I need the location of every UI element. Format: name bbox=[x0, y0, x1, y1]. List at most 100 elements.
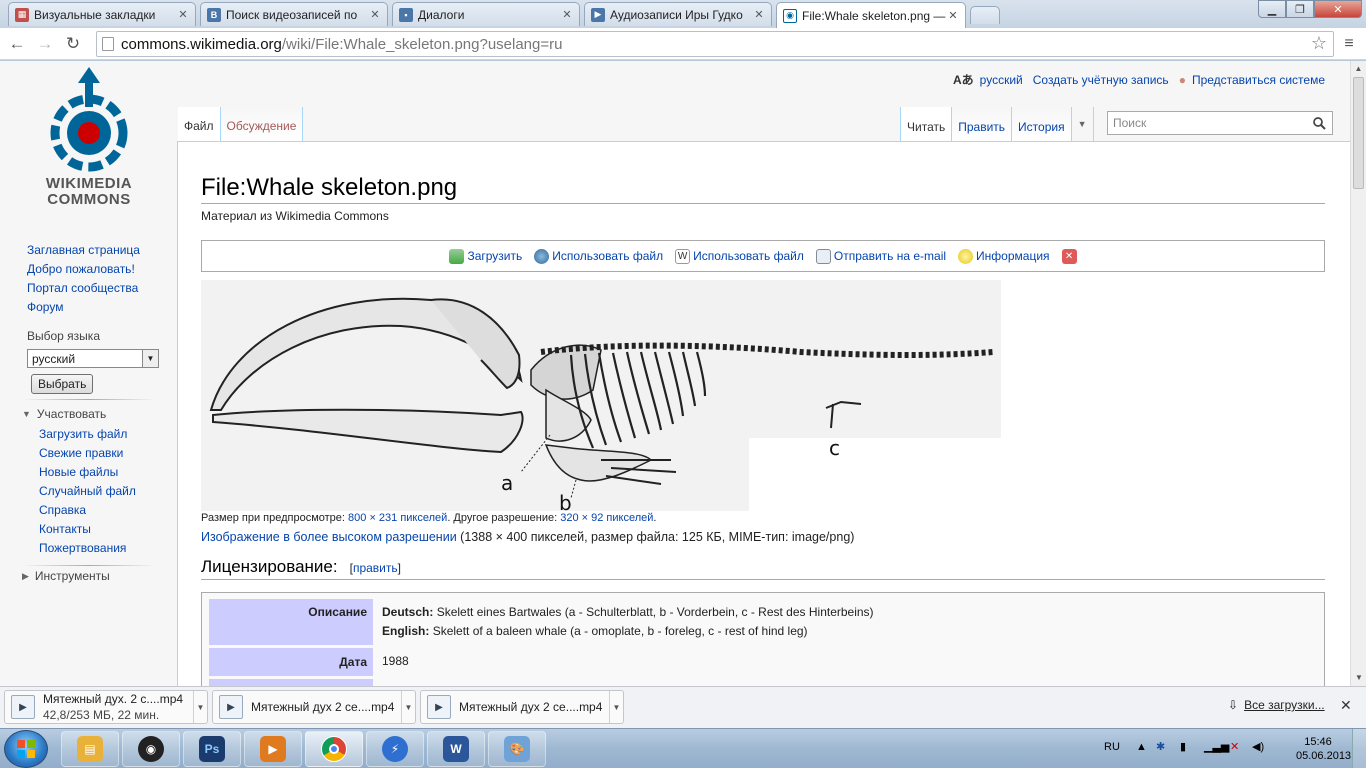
hires-line: Изображение в более высоком разрешении (… bbox=[201, 530, 854, 544]
create-account-link[interactable]: Создать учётную запись bbox=[1032, 72, 1169, 87]
close-toolbox-button[interactable]: ✕ bbox=[1061, 248, 1077, 264]
taskbar-video[interactable]: ▶ bbox=[244, 731, 302, 767]
download-item[interactable]: ▶ Мятежный дух. 2 с....mp4 42,8/253 МБ, … bbox=[4, 690, 208, 724]
sidebar-item-main-page[interactable]: Заглавная страница bbox=[27, 243, 140, 257]
close-downloads-icon[interactable]: ✕ bbox=[1340, 697, 1352, 713]
other-res-link[interactable]: 320 × 92 пикселей bbox=[560, 512, 654, 524]
sidebar-item-donate[interactable]: Пожертвования bbox=[39, 541, 127, 555]
search-icon[interactable] bbox=[1313, 117, 1326, 130]
chevron-down-icon[interactable]: ▼ bbox=[193, 691, 207, 723]
show-hidden-icons[interactable]: ▲ bbox=[1136, 741, 1147, 753]
back-icon[interactable]: ← bbox=[8, 34, 26, 53]
search-input[interactable]: Поиск bbox=[1107, 111, 1333, 135]
browser-tab-active[interactable]: ◉ File:Whale skeleton.png — ✕ bbox=[776, 2, 966, 28]
new-tab-button[interactable] bbox=[970, 6, 1000, 24]
browser-tab-bookmarks[interactable]: ▦ Визуальные закладки ✕ bbox=[8, 2, 196, 26]
sidebar-item-welcome[interactable]: Добро пожаловать! bbox=[27, 262, 135, 276]
star-icon[interactable]: ☆ bbox=[1310, 33, 1327, 53]
all-downloads[interactable]: ⇩ Все загрузки... bbox=[1228, 698, 1325, 712]
bluetooth-icon[interactable]: ✱ bbox=[1156, 741, 1166, 753]
source-label bbox=[209, 679, 373, 686]
preview-label: Размер при предпросмотре: bbox=[201, 512, 345, 524]
close-window-icon[interactable]: ✕ bbox=[1314, 0, 1362, 18]
start-button[interactable] bbox=[4, 730, 48, 768]
browser-tab-audio[interactable]: ▶ Аудиозаписи Иры Гудко ✕ bbox=[584, 2, 772, 26]
participate-heading[interactable]: ▼ Участвовать bbox=[22, 407, 106, 421]
show-desktop-button[interactable] bbox=[1352, 729, 1366, 768]
all-downloads-link[interactable]: Все загрузки... bbox=[1244, 698, 1325, 712]
download-item[interactable]: ▶ Мятежный дух 2 се....mp4 ▼ bbox=[420, 690, 624, 724]
signal-icon[interactable]: ▁▃▅ bbox=[1204, 741, 1230, 753]
close-icon[interactable]: ✕ bbox=[562, 9, 572, 21]
taskbar-word[interactable]: W bbox=[427, 731, 485, 767]
taskbar-downloader[interactable]: ⚡ bbox=[366, 731, 424, 767]
hires-link[interactable]: Изображение в более высоком разрешении bbox=[201, 530, 457, 544]
upload-link[interactable]: Загрузить bbox=[449, 248, 522, 264]
browser-tab-strip: ▦ Визуальные закладки ✕ B Поиск видеозап… bbox=[0, 0, 1366, 28]
volume-icon[interactable]: ◀) bbox=[1252, 741, 1265, 753]
language-link[interactable]: русский bbox=[979, 72, 1023, 87]
title-divider bbox=[201, 203, 1325, 204]
address-bar[interactable]: commons.wikimedia.org/wiki/File:Whale_sk… bbox=[96, 31, 1334, 57]
scrollbar-thumb[interactable] bbox=[1353, 77, 1364, 189]
sidebar-item-recent-changes[interactable]: Свежие правки bbox=[39, 446, 124, 460]
edit-section-link[interactable]: править bbox=[352, 561, 398, 575]
chevron-down-icon[interactable]: ▼ bbox=[609, 691, 623, 723]
date-value: 1988 bbox=[382, 654, 409, 668]
clock[interactable]: 15:46 05.06.2013 bbox=[1296, 735, 1351, 763]
sidebar-item-new-files[interactable]: Новые файлы bbox=[39, 465, 119, 479]
tab-history[interactable]: История bbox=[1011, 107, 1072, 141]
maximize-icon[interactable]: ❐ bbox=[1286, 0, 1314, 18]
taskbar-chrome[interactable] bbox=[305, 731, 363, 767]
browser-tab-dialogs[interactable]: ▪ Диалоги ✕ bbox=[392, 2, 580, 26]
video-file-icon: ▶ bbox=[219, 695, 243, 719]
scroll-up-icon[interactable]: ▲ bbox=[1354, 64, 1363, 73]
more-actions-dropdown[interactable]: ▼ bbox=[1072, 107, 1094, 141]
de-lang: Deutsch: bbox=[382, 605, 434, 619]
reload-icon[interactable]: ↻ bbox=[65, 34, 81, 53]
info-link[interactable]: Информация bbox=[958, 248, 1050, 264]
whale-skeleton-image[interactable]: a b c bbox=[201, 280, 1001, 515]
login-link[interactable]: Представиться системе bbox=[1191, 72, 1326, 87]
taskbar-media-player[interactable]: ◉ bbox=[122, 731, 180, 767]
tab-discussion[interactable]: Обсуждение bbox=[220, 107, 304, 141]
close-icon[interactable]: ✕ bbox=[370, 9, 380, 21]
language-icon: Aあ bbox=[953, 73, 974, 87]
download-item[interactable]: ▶ Мятежный дух 2 се....mp4 ▼ bbox=[212, 690, 416, 724]
minimize-icon[interactable]: ▁ bbox=[1258, 0, 1286, 18]
language-select[interactable]: русский ▼ bbox=[27, 349, 159, 368]
input-language[interactable]: RU bbox=[1104, 741, 1120, 753]
logo-line1: WIKIMEDIA bbox=[45, 175, 133, 192]
taskbar-paint[interactable]: 🎨 bbox=[488, 731, 546, 767]
sidebar-item-upload[interactable]: Загрузить файл bbox=[39, 427, 128, 441]
email-link[interactable]: Отправить на e-mail bbox=[815, 248, 946, 264]
close-icon[interactable]: ✕ bbox=[754, 9, 764, 21]
use-file-link[interactable]: Использовать файл bbox=[534, 248, 663, 264]
close-icon[interactable]: ✕ bbox=[178, 9, 188, 21]
sidebar-item-help[interactable]: Справка bbox=[39, 503, 87, 517]
tab-file[interactable]: Файл bbox=[178, 107, 221, 141]
sidebar-item-random-file[interactable]: Случайный файл bbox=[39, 484, 136, 498]
forward-icon[interactable]: → bbox=[36, 34, 54, 53]
tab-read[interactable]: Читать bbox=[900, 107, 952, 141]
chevron-down-icon[interactable]: ▼ bbox=[401, 691, 415, 723]
vertical-scrollbar[interactable]: ▲ ▼ bbox=[1350, 61, 1366, 686]
battery-icon[interactable]: ▮ bbox=[1180, 741, 1187, 753]
preview-size-link[interactable]: 800 × 231 пикселей bbox=[348, 512, 448, 524]
select-language-button[interactable]: Выбрать bbox=[31, 374, 94, 394]
tools-heading[interactable]: ▶ Инструменты bbox=[22, 569, 110, 583]
close-icon[interactable]: ✕ bbox=[948, 10, 958, 22]
sidebar-item-forum[interactable]: Форум bbox=[27, 300, 64, 314]
sidebar-item-contacts[interactable]: Контакты bbox=[39, 522, 91, 536]
sidebar-item-community-portal[interactable]: Портал сообщества bbox=[27, 281, 139, 295]
scroll-down-icon[interactable]: ▼ bbox=[1355, 673, 1363, 682]
taskbar-photoshop[interactable]: Ps bbox=[183, 731, 241, 767]
wikimedia-commons-logo[interactable]: WIKIMEDIA COMMONS bbox=[28, 63, 150, 219]
info-table: Описание Deutsch: Skelett eines Bartwale… bbox=[206, 596, 883, 686]
taskbar-explorer[interactable]: ▤ bbox=[61, 731, 119, 767]
browser-tab-video-search[interactable]: B Поиск видеозаписей по ✕ bbox=[200, 2, 388, 26]
tab-edit[interactable]: Править bbox=[951, 107, 1012, 141]
network-icon[interactable]: ✕ bbox=[1230, 741, 1240, 753]
menu-icon[interactable]: ≡ bbox=[1344, 35, 1354, 52]
